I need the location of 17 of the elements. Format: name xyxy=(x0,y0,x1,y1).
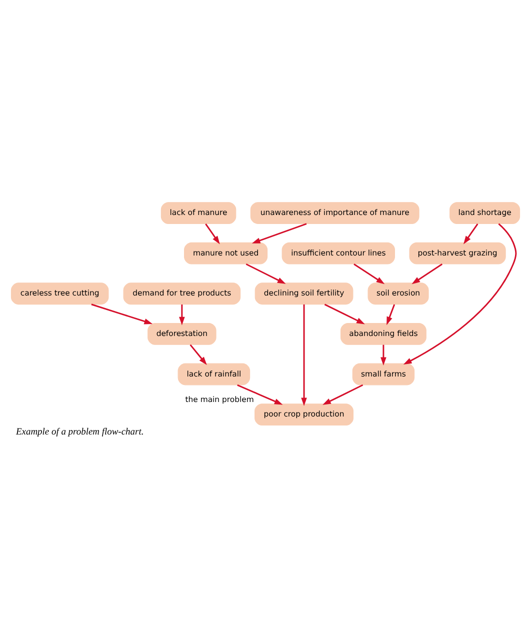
arrow xyxy=(380,344,386,366)
caption: Example of a problem flow-chart. xyxy=(16,427,144,438)
arrow xyxy=(190,344,207,365)
arrow xyxy=(205,222,220,244)
arrow xyxy=(386,304,396,325)
arrow xyxy=(252,222,307,243)
arrow xyxy=(301,304,307,406)
arrow xyxy=(237,384,283,404)
arrow xyxy=(354,263,385,284)
arrow xyxy=(403,222,517,364)
arrow xyxy=(322,384,364,404)
arrow xyxy=(179,304,185,325)
arrow xyxy=(463,222,478,244)
arrow xyxy=(324,303,365,324)
arrow xyxy=(91,303,153,324)
arrow xyxy=(412,263,443,284)
arrow xyxy=(246,262,286,284)
